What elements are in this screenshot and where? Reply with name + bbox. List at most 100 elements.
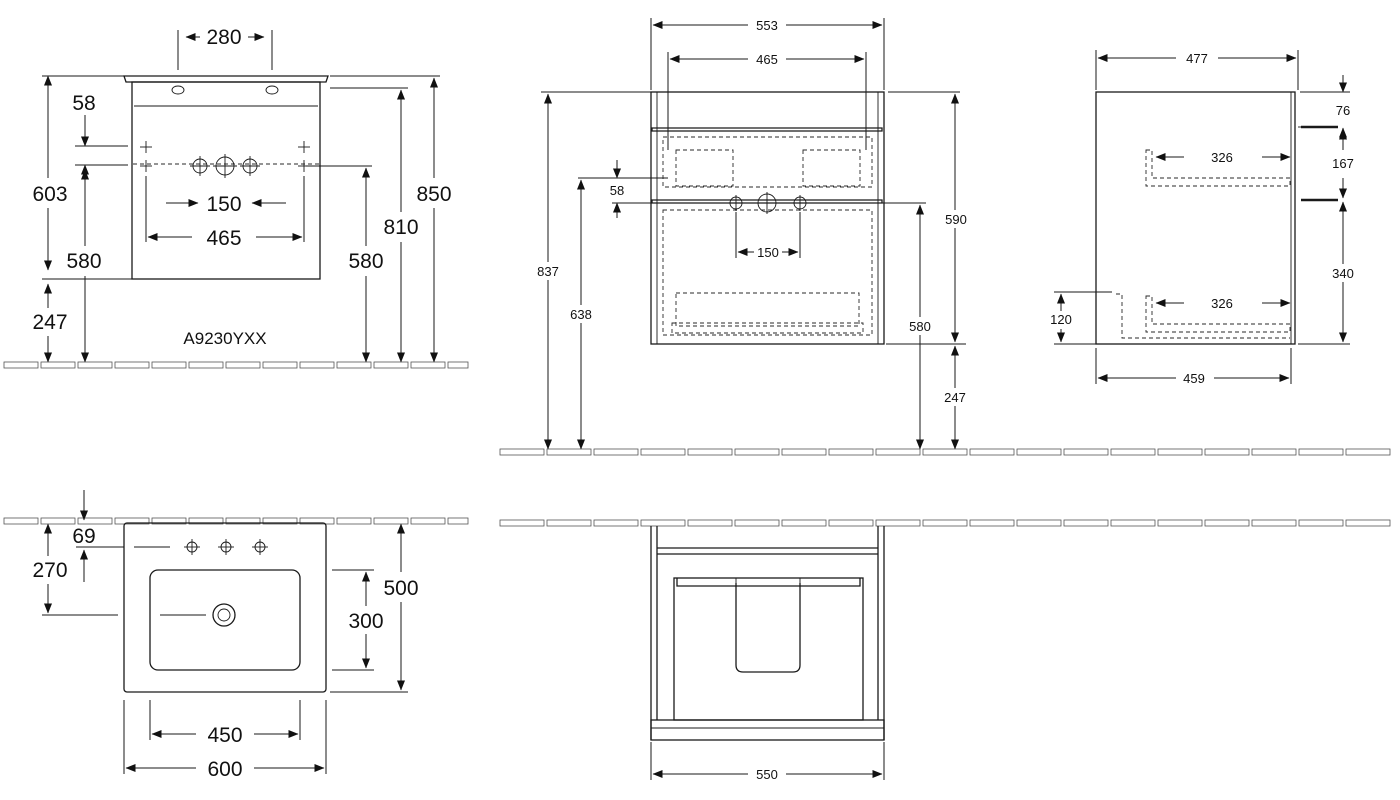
unit-front-view: 553 465 58 837 638 150 590	[532, 18, 972, 450]
dim-120: 120	[1050, 312, 1072, 327]
tile	[593, 448, 639, 456]
dim-465: 465	[206, 227, 241, 250]
tile	[77, 361, 113, 369]
tile	[640, 448, 686, 456]
tile	[922, 448, 968, 456]
tile	[1063, 448, 1109, 456]
dim-450: 450	[207, 724, 242, 747]
tile	[781, 448, 827, 456]
tile	[1063, 519, 1109, 527]
tile	[77, 517, 113, 525]
tile	[546, 519, 592, 527]
dim-580-unit: 580	[909, 319, 931, 334]
dim-69: 69	[72, 525, 95, 548]
tile	[1251, 448, 1297, 456]
tile	[188, 361, 224, 369]
tile	[336, 361, 372, 369]
floor-line-unit	[499, 448, 1391, 456]
tile	[593, 519, 639, 527]
tile	[640, 519, 686, 527]
dim-465-unit: 465	[756, 52, 778, 67]
tile	[1251, 519, 1297, 527]
dim-300: 300	[348, 610, 383, 633]
dim-247: 247	[32, 311, 67, 334]
unit-top-view: 550	[650, 526, 885, 782]
tile	[114, 517, 150, 525]
tile	[151, 517, 187, 525]
tile	[1204, 448, 1250, 456]
dim-590: 590	[945, 212, 967, 227]
tile	[1016, 519, 1062, 527]
tile	[151, 361, 187, 369]
tile	[1016, 448, 1062, 456]
tile	[922, 519, 968, 527]
dim-58-unit: 58	[610, 183, 624, 198]
tile	[1110, 448, 1156, 456]
tile	[410, 361, 446, 369]
tile	[734, 448, 780, 456]
dim-603: 603	[32, 183, 67, 206]
wall-line-basin-top	[3, 517, 469, 525]
dim-850: 850	[416, 183, 451, 206]
tile	[262, 517, 298, 525]
dim-58: 58	[72, 92, 95, 115]
tile	[114, 361, 150, 369]
dim-553: 553	[756, 18, 778, 33]
dim-477: 477	[1186, 51, 1208, 66]
tile	[3, 517, 39, 525]
tile	[828, 448, 874, 456]
dim-837: 837	[537, 264, 559, 279]
tile	[1345, 448, 1391, 456]
dim-280: 280	[206, 26, 241, 49]
tile	[1204, 519, 1250, 527]
tile	[336, 517, 372, 525]
tile	[3, 361, 39, 369]
dim-600: 600	[207, 758, 242, 781]
dim-500: 500	[383, 577, 418, 600]
tile	[499, 519, 545, 527]
tile	[875, 448, 921, 456]
dim-167: 167	[1332, 156, 1354, 171]
basin-front-view: 280 58 603 580 247 150 465	[28, 26, 456, 363]
tile	[225, 361, 261, 369]
dim-326-top: 326	[1211, 150, 1233, 165]
tile	[499, 448, 545, 456]
tile	[687, 448, 733, 456]
tile	[447, 517, 469, 525]
wall-line-unit-top	[499, 519, 1391, 527]
tile	[373, 517, 409, 525]
tile	[1110, 519, 1156, 527]
dim-459: 459	[1183, 371, 1205, 386]
tile	[225, 517, 261, 525]
tile	[1157, 448, 1203, 456]
model-code: A9230YXX	[183, 329, 266, 348]
tile	[188, 517, 224, 525]
tile	[875, 519, 921, 527]
dim-326-bottom: 326	[1211, 296, 1233, 311]
tile	[447, 361, 469, 369]
tile	[1157, 519, 1203, 527]
tile	[262, 361, 298, 369]
dim-247-unit: 247	[944, 390, 966, 405]
tile	[828, 519, 874, 527]
dim-810: 810	[383, 216, 418, 239]
unit-side-view: 477 76 326 167 340 326 120 459	[1046, 50, 1360, 386]
tile	[40, 361, 76, 369]
tile	[373, 361, 409, 369]
dim-270: 270	[32, 559, 67, 582]
tile	[40, 517, 76, 525]
floor-line-basin-front	[3, 361, 469, 369]
tile	[1345, 519, 1391, 527]
tile	[1298, 519, 1344, 527]
dim-580-right: 580	[348, 250, 383, 273]
dim-76: 76	[1336, 103, 1350, 118]
tile	[781, 519, 827, 527]
tile	[969, 519, 1015, 527]
tile	[299, 361, 335, 369]
dim-150-unit: 150	[757, 245, 779, 260]
tile	[546, 448, 592, 456]
tile	[1298, 448, 1344, 456]
dim-580-left: 580	[66, 250, 101, 273]
tile	[687, 519, 733, 527]
